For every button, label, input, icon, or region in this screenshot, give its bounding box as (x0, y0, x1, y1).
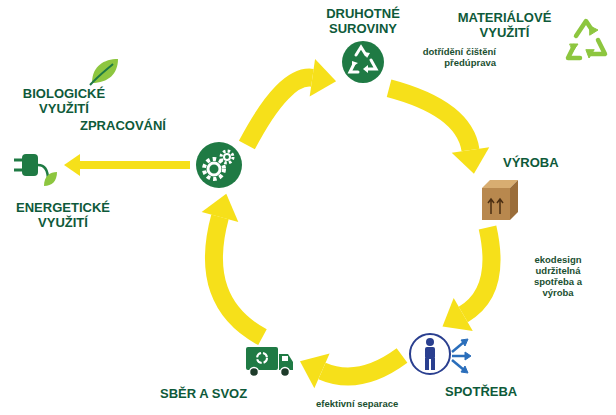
arrow-body (389, 88, 470, 150)
icon-node: ENERGETICKÉ VYUŽITÍ (14, 142, 58, 188)
node-heading: BIOLOGICKÉ VYUŽITÍ (18, 86, 110, 116)
arrow-body (80, 161, 190, 169)
recycle-outline-icon (568, 21, 605, 58)
arrow-body (463, 227, 491, 314)
arrow-head (202, 194, 239, 222)
icon-node: BIOLOGICKÉ VYUŽITÍ (88, 58, 118, 86)
flow-arrow (247, 59, 336, 145)
icon-node: VÝROBA (478, 178, 522, 222)
arrow-body (214, 217, 263, 337)
gears-icon (196, 142, 242, 188)
node-heading: ENERGETICKÉ VYUŽITÍ (10, 200, 116, 230)
icon-node: SPOTŘEBA (408, 332, 452, 376)
node-heading: MATERIÁLOVÉ VYUŽITÍ (452, 10, 557, 40)
truck-icon (246, 347, 293, 377)
plug-icon (14, 154, 57, 186)
arrow-head (64, 154, 80, 176)
flow-arrow (64, 154, 190, 176)
node-heading: DRUHOTNÉ SUROVINY (313, 6, 413, 36)
arrow-head (300, 354, 330, 389)
arrow-head (452, 147, 490, 173)
edge-label: dotřídění čištění předúprava (420, 46, 496, 68)
flow-arrow (202, 194, 263, 337)
arrow-head (310, 59, 336, 97)
recycle-icon (342, 41, 384, 83)
icon-node: SBĚR A SVOZ (244, 343, 294, 383)
node-heading: VÝROBA (503, 155, 573, 170)
leaf-icon (90, 59, 118, 85)
icon-node: MATERIÁLOVÉ VYUŽITÍ (564, 20, 610, 66)
node-heading: SBĚR A SVOZ (160, 386, 270, 401)
flow-arrow (300, 354, 402, 389)
edge-label: efektivní separace (316, 398, 416, 409)
arrow-body (322, 356, 402, 377)
cardboard-box-icon (482, 180, 518, 220)
icon-node: ZPRACOVÁNÍ (196, 142, 242, 188)
flow-arrow (442, 227, 491, 330)
flow-arrow (389, 88, 489, 173)
arrow-body (247, 78, 312, 145)
edge-label: ekodesign udržitelná spotřeba a výroba (526, 254, 590, 298)
consumer-icon (410, 334, 471, 374)
node-heading: ZPRACOVÁNÍ (80, 118, 190, 133)
arrow-head (442, 298, 472, 331)
icon-node: DRUHOTNÉ SUROVINY (341, 40, 385, 84)
node-heading: SPOTŘEBA (445, 384, 525, 399)
